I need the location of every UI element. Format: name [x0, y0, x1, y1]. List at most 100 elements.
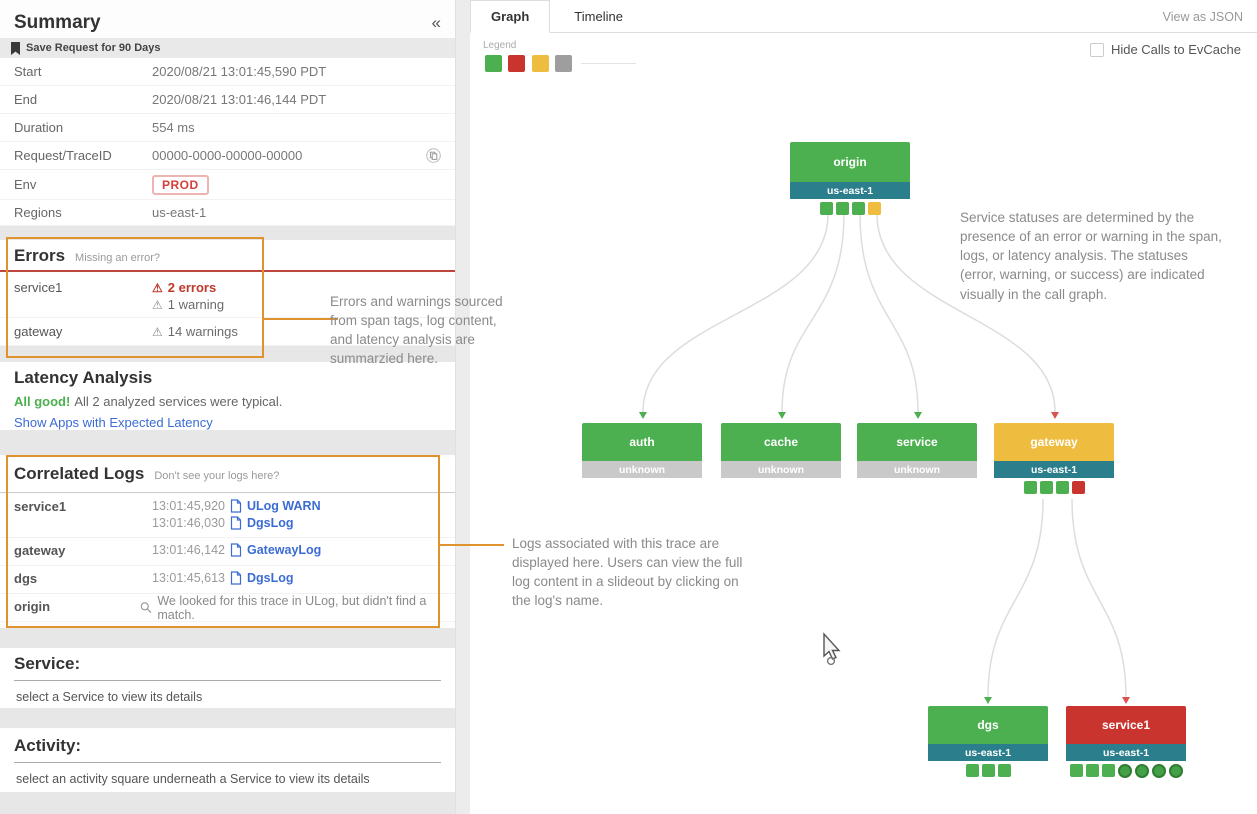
panel-title: Summary [14, 12, 101, 33]
node-activity-squares[interactable] [790, 202, 910, 215]
log-no-match-message: We looked for this trace in ULog, but di… [157, 593, 427, 622]
hide-evcache-checkbox[interactable] [1089, 42, 1104, 57]
legend-label: Legend [483, 40, 517, 51]
log-file-icon [230, 571, 242, 585]
row-label: Duration [14, 120, 64, 135]
summary-row-end: End 2020/08/21 13:01:46,144 PDT [0, 86, 455, 114]
warning-triangle-icon: ⚠ [152, 297, 163, 312]
log-name-link[interactable]: DgsLog [247, 571, 294, 585]
log-row-dgs: dgs 13:01:45,613 DgsLog [0, 566, 455, 594]
errors-section-header: Errors Missing an error? [0, 240, 455, 272]
error-count[interactable]: ⚠ 2 errors [152, 280, 224, 295]
view-as-json-link[interactable]: View as JSON [1162, 10, 1243, 24]
collapse-panel-icon[interactable]: « [431, 13, 441, 32]
service-name: dgs [14, 571, 38, 586]
node-region-band: us-east-1 [928, 744, 1048, 761]
service-name: origin [14, 599, 51, 614]
save-request-label: Save Request for 90 Days [26, 42, 161, 54]
node-status-block[interactable]: gateway [994, 423, 1114, 461]
node-activity-squares[interactable] [1066, 764, 1186, 778]
section-divider [0, 708, 455, 728]
graph-node-gateway[interactable]: gateway us-east-1 [994, 423, 1114, 494]
node-status-block[interactable]: dgs [928, 706, 1048, 744]
log-file-icon [230, 516, 242, 530]
latency-title: Latency Analysis [14, 368, 153, 387]
tab-timeline[interactable]: Timeline [574, 9, 623, 24]
graph-node-auth[interactable]: auth unknown [582, 423, 702, 478]
hide-evcache-control: Hide Calls to EvCache [1089, 42, 1241, 57]
latency-message: All 2 analyzed services were typical. [74, 394, 283, 409]
graph-node-origin[interactable]: origin us-east-1 [790, 142, 910, 215]
log-file-icon [230, 499, 242, 513]
node-status-block[interactable]: service1 [1066, 706, 1186, 744]
node-status-block[interactable]: auth [582, 423, 702, 461]
node-region-band: us-east-1 [994, 461, 1114, 478]
activity-section-placeholder: select an activity square underneath a S… [0, 766, 455, 792]
graph-node-dgs[interactable]: dgs us-east-1 [928, 706, 1048, 777]
log-name-link[interactable]: DgsLog [247, 516, 294, 530]
error-row-gateway: gateway ⚠ 14 warnings [0, 318, 455, 346]
graph-node-service[interactable]: service unknown [857, 423, 977, 478]
log-row-origin: origin We looked for this trace in ULog,… [0, 594, 455, 622]
section-divider [0, 628, 455, 648]
tab-graph[interactable]: Graph [470, 0, 551, 33]
search-icon [141, 602, 152, 613]
node-activity-squares[interactable] [994, 481, 1114, 494]
node-status-block[interactable]: service [857, 423, 977, 461]
section-divider [0, 226, 455, 240]
save-request-button[interactable]: Save Request for 90 Days [0, 38, 455, 58]
summary-row-env: Env PROD [0, 170, 455, 200]
logs-hint-link[interactable]: Don't see your logs here? [154, 470, 280, 482]
service-name: service1 [14, 499, 67, 514]
statuses-callout-note: Service statuses are determined by the p… [960, 210, 1222, 302]
row-value: 2020/08/21 13:01:45,590 PDT [152, 64, 327, 79]
row-label: Request/TraceID [14, 148, 112, 163]
graph-tabbar: Graph Timeline View as JSON [470, 0, 1257, 33]
show-apps-latency-link[interactable]: Show Apps with Expected Latency [14, 415, 213, 430]
log-timestamp: 13:01:45,920 [152, 499, 225, 513]
edge-arrow-service [914, 412, 922, 419]
service-name: gateway [14, 543, 66, 558]
service-name: service1 [14, 280, 63, 295]
node-region-band: unknown [582, 461, 702, 478]
row-value: 554 ms [152, 120, 195, 135]
log-name-link[interactable]: GatewayLog [247, 543, 322, 557]
copy-trace-id-icon[interactable] [426, 148, 441, 163]
section-divider [0, 430, 455, 455]
missing-error-link[interactable]: Missing an error? [75, 252, 161, 264]
warning-count-label: 14 warnings [167, 324, 238, 339]
log-row-gateway: gateway 13:01:46,142 GatewayLog [0, 538, 455, 566]
logs-callout-note: Logs associated with this trace are disp… [512, 536, 743, 609]
node-status-block[interactable]: cache [721, 423, 841, 461]
row-value: 00000-0000-00000-00000 [152, 148, 303, 163]
warning-count-label: 1 warning [167, 297, 225, 312]
edge-arrow-dgs [984, 697, 992, 704]
warning-count[interactable]: ⚠ 1 warning [152, 297, 224, 312]
node-activity-squares[interactable] [928, 764, 1048, 777]
graph-node-service1[interactable]: service1 us-east-1 [1066, 706, 1186, 778]
summary-row-traceid: Request/TraceID 00000-0000-00000-00000 [0, 142, 455, 170]
summary-row-start: Start 2020/08/21 13:01:45,590 PDT [0, 58, 455, 86]
panel-footer-band [0, 792, 455, 814]
logs-section-header: Correlated Logs Don't see your logs here… [0, 458, 455, 493]
section-divider [0, 346, 455, 362]
row-label: End [14, 92, 38, 107]
node-status-block[interactable]: origin [790, 142, 910, 182]
activity-section-title: Activity: [14, 736, 441, 763]
latency-body: All good!All 2 analyzed services were ty… [0, 392, 455, 432]
warning-count[interactable]: ⚠ 14 warnings [152, 324, 238, 339]
graph-node-cache[interactable]: cache unknown [721, 423, 841, 478]
latency-section-header: Latency Analysis [0, 362, 455, 395]
log-timestamp: 13:01:46,142 [152, 543, 225, 557]
log-timestamp: 13:01:46,030 [152, 516, 225, 530]
latency-status: All good! [14, 394, 71, 409]
row-value: us-east-1 [152, 205, 207, 220]
panel-scrollbar[interactable] [455, 0, 470, 814]
legend-caption-line [581, 63, 636, 64]
row-label: Env [14, 177, 37, 192]
log-name-link[interactable]: ULog WARN [247, 499, 321, 513]
row-label: Regions [14, 205, 62, 220]
errors-callout-note: Errors and warnings sourced from span ta… [330, 294, 503, 367]
activity-section-header: Activity: [0, 730, 455, 769]
node-region-band: us-east-1 [1066, 744, 1186, 761]
